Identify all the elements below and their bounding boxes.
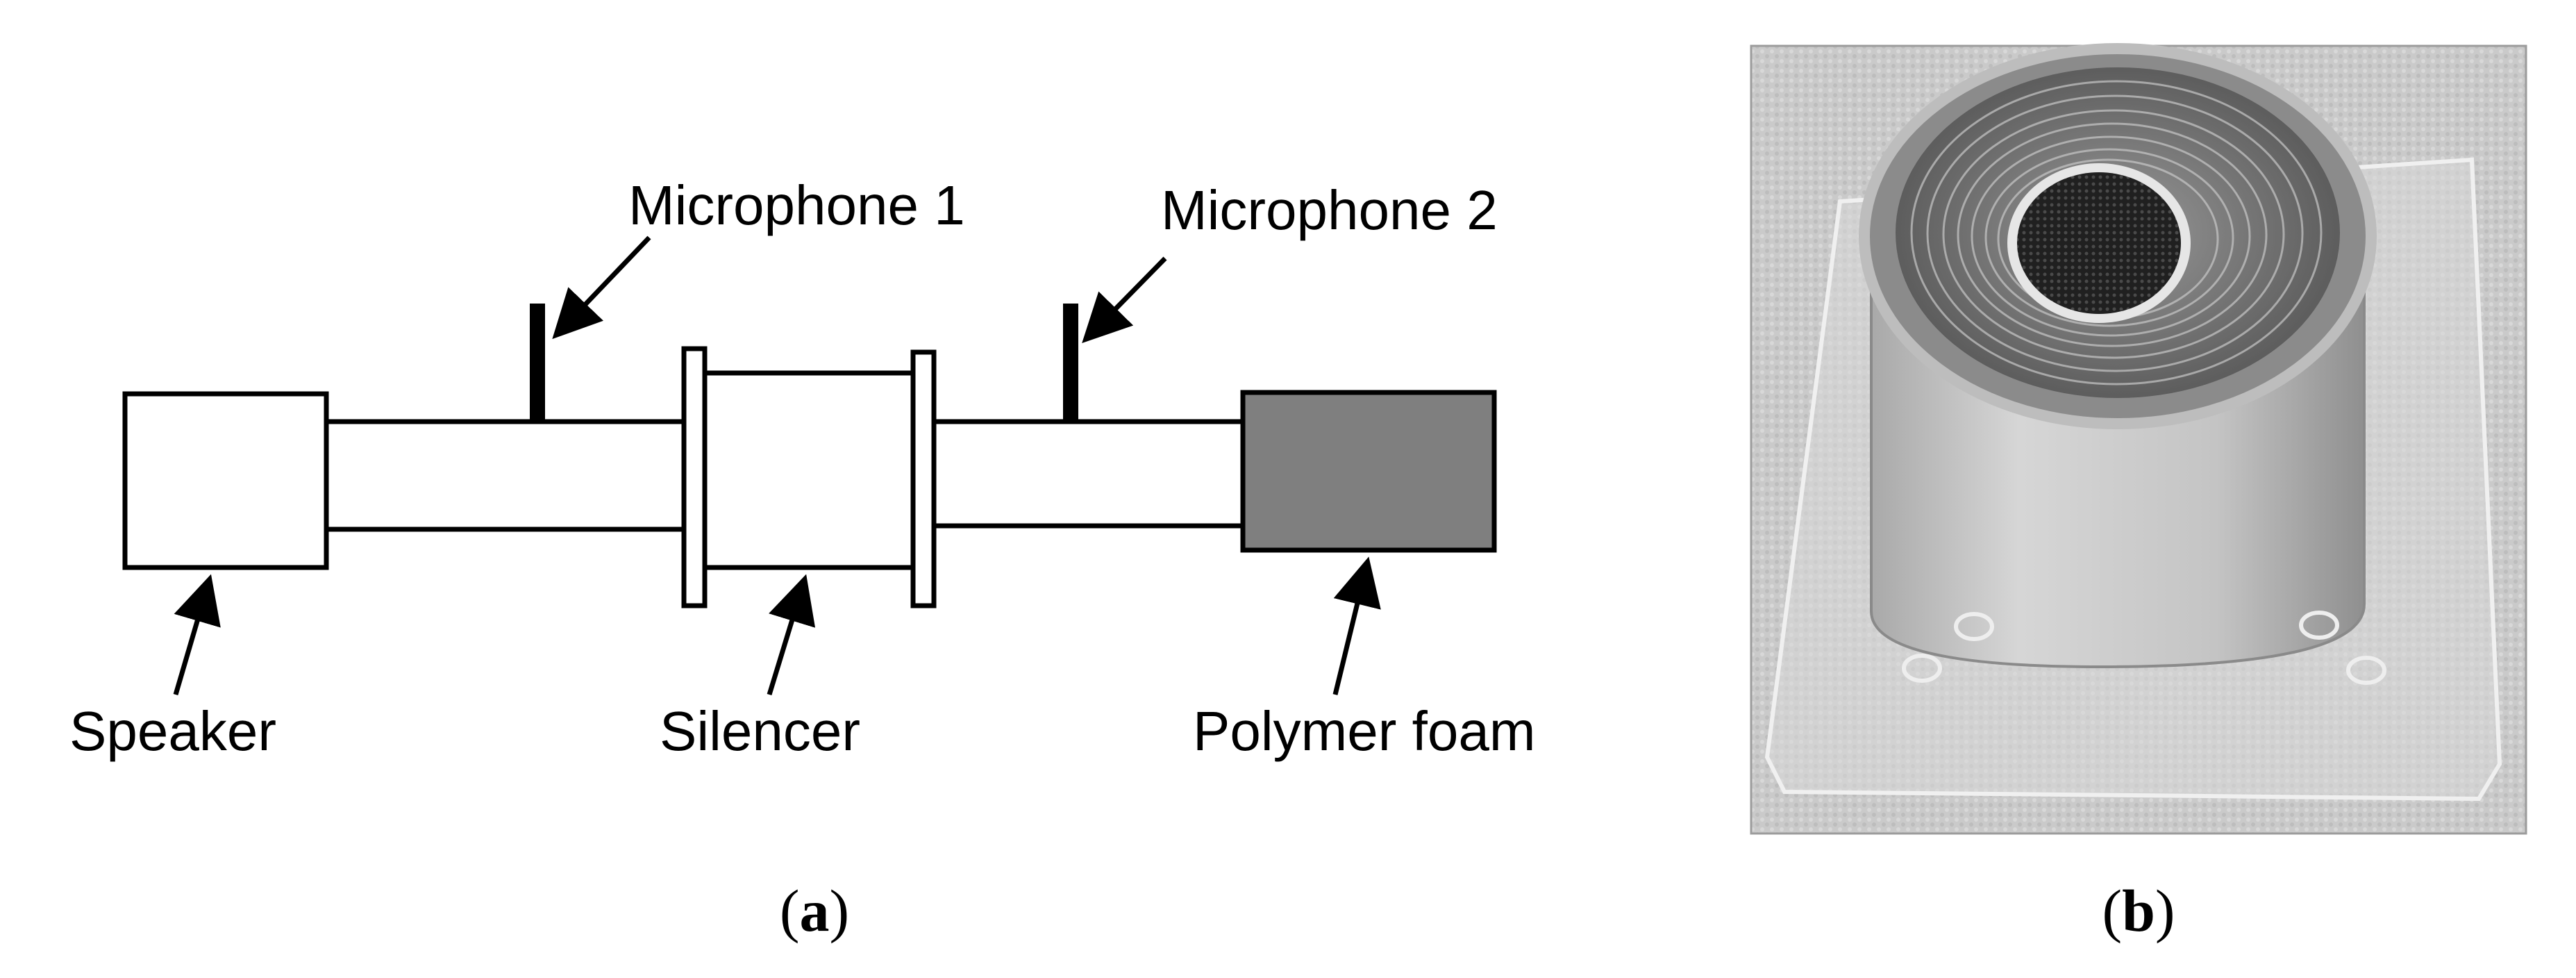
speaker-box: [122, 391, 329, 570]
photo-mesh-layers: [1910, 80, 2323, 386]
label-polymer-foam: Polymer foam: [1193, 700, 1535, 762]
microphone-2: [1063, 304, 1078, 422]
microphone-1: [530, 304, 545, 422]
label-speaker: Speaker: [69, 700, 276, 762]
arrow-microphone-2: [1082, 256, 1167, 343]
label-microphone-1: Microphone 1: [628, 174, 965, 236]
label-silencer: Silencer: [660, 700, 860, 762]
photo-bolt-holes: [1902, 611, 2386, 685]
polymer-foam-block: [1240, 390, 1497, 553]
photo-central-bore: [2017, 172, 2181, 314]
arrow-speaker: [173, 574, 221, 695]
caption-a: (a): [780, 877, 849, 944]
arrow-silencer: [767, 574, 816, 696]
arrow-microphone-1: [552, 235, 651, 340]
arrow-polymer-foam: [1332, 556, 1381, 695]
panel-b-photo: [1750, 43, 2527, 835]
caption-b: (b): [2102, 877, 2175, 944]
panel-a-diagram: [122, 346, 1497, 608]
arrows: [173, 235, 1381, 696]
silencer-body: [702, 370, 916, 570]
label-microphone-2: Microphone 2: [1161, 179, 1498, 241]
right-flange: [910, 349, 937, 608]
left-flange: [681, 346, 708, 608]
